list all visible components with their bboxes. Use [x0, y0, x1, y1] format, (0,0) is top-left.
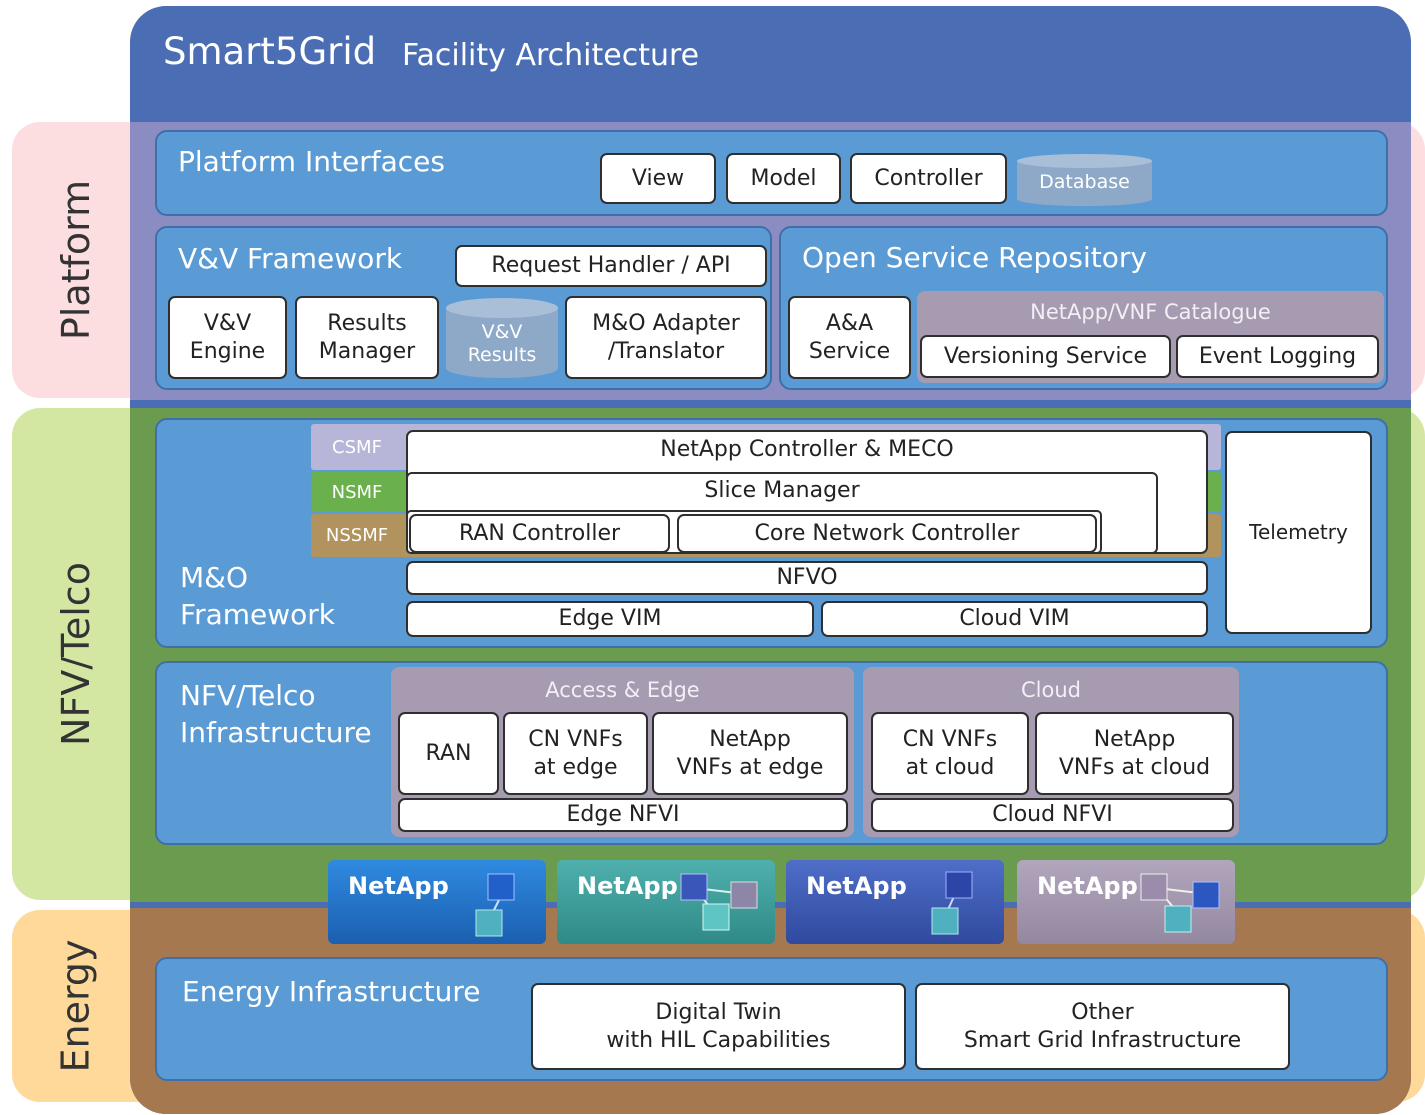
slice-manager-box: Slice Manager	[704, 478, 860, 504]
cube-cluster-icon	[1140, 873, 1220, 933]
netapp-tile-4: NetApp	[1017, 860, 1235, 944]
ran-controller-box: RAN Controller	[409, 514, 670, 553]
netapp-controller-box: NetApp Controller & MECO	[660, 437, 954, 463]
ran-box: RAN	[398, 712, 499, 795]
netapp-vnfs-cloud-box: NetApp VNFs at cloud	[1035, 712, 1234, 795]
cube-cluster-icon	[931, 871, 973, 935]
cube-cluster-icon	[475, 873, 515, 937]
netapp-tile-1: NetApp	[328, 860, 546, 944]
access-edge-title: Access & Edge	[545, 678, 700, 702]
mo-framework-title-2: Framework	[180, 598, 335, 631]
netapp-tile-label: NetApp	[806, 872, 907, 900]
nfvo-box: NFVO	[406, 561, 1208, 595]
nfvi-title-2: Infrastructure	[180, 716, 372, 749]
telemetry-box: Telemetry	[1225, 431, 1372, 634]
database-label: Database	[1039, 170, 1130, 193]
digital-twin-box: Digital Twin with HIL Capabilities	[531, 983, 906, 1070]
mo-framework-title-1: M&O	[180, 561, 249, 594]
request-handler-box: Request Handler / API	[455, 245, 767, 287]
netapp-tile-3: NetApp	[786, 860, 1004, 944]
netapp-tile-label: NetApp	[1037, 872, 1138, 900]
edge-vim-box: Edge VIM	[406, 601, 814, 637]
cube-cluster-icon	[680, 873, 758, 931]
controller-box: Controller	[850, 153, 1007, 204]
edge-nfvi-box: Edge NFVI	[398, 798, 848, 832]
nfv-side-label: NFV/Telco	[54, 562, 99, 746]
model-box: Model	[726, 153, 841, 204]
event-logging-box: Event Logging	[1176, 335, 1379, 378]
page-title: Smart5Grid	[163, 30, 377, 73]
netapp-vnfs-edge-box: NetApp VNFs at edge	[652, 712, 848, 795]
cloud-title: Cloud	[1021, 678, 1081, 702]
netapp-tile-label: NetApp	[348, 872, 449, 900]
cloud-vim-box: Cloud VIM	[821, 601, 1208, 637]
view-box: View	[600, 153, 716, 204]
results-manager-box: Results Manager	[295, 296, 439, 379]
platform-side-label: Platform	[54, 179, 99, 341]
cn-vnfs-edge-box: CN VNFs at edge	[503, 712, 648, 795]
netapp-tile-label: NetApp	[577, 872, 678, 900]
vv-engine-box: V&V Engine	[168, 296, 287, 379]
vv-framework-title: V&V Framework	[178, 242, 403, 275]
platform-interfaces-title: Platform Interfaces	[178, 145, 445, 178]
page-subtitle: Facility Architecture	[402, 38, 700, 73]
vv-results-label: V&V Results	[467, 321, 537, 366]
netapp-tile-2: NetApp	[557, 860, 775, 944]
aa-service-box: A&A Service	[788, 296, 911, 379]
cn-vnfs-cloud-box: CN VNFs at cloud	[871, 712, 1029, 795]
database-cylinder: Database	[1017, 154, 1152, 206]
energy-title: Energy Infrastructure	[182, 975, 481, 1008]
versioning-service-box: Versioning Service	[920, 335, 1171, 378]
nfvi-title-1: NFV/Telco	[180, 679, 316, 712]
core-controller-box: Core Network Controller	[677, 514, 1097, 553]
vv-results-cylinder: V&V Results	[446, 298, 558, 378]
energy-side-label: Energy	[54, 939, 99, 1073]
catalogue-title: NetApp/VNF Catalogue	[1030, 300, 1271, 324]
other-grid-box: Other Smart Grid Infrastructure	[915, 983, 1290, 1070]
cloud-nfvi-box: Cloud NFVI	[871, 798, 1234, 832]
osr-title: Open Service Repository	[802, 241, 1147, 274]
mo-adapter-box: M&O Adapter /Translator	[565, 296, 767, 379]
